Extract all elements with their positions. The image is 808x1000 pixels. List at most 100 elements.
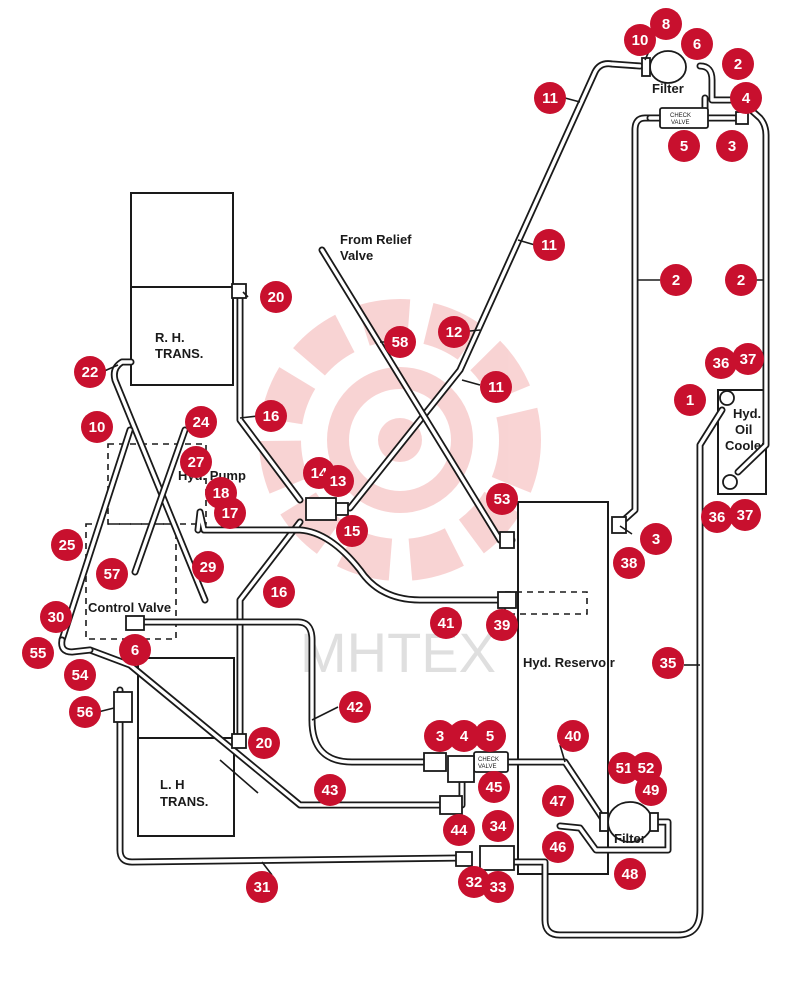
callout-17: 17: [214, 497, 246, 529]
callout-number: 8: [662, 16, 670, 33]
callout-number: 10: [89, 419, 106, 436]
callout-32: 32: [458, 866, 490, 898]
callout-number: 11: [542, 90, 558, 107]
callout-34: 34: [482, 810, 514, 842]
callout-number: 5: [680, 138, 688, 155]
callout-number: 6: [131, 642, 139, 659]
callout-number: 36: [713, 355, 730, 372]
callout-number: 37: [737, 507, 754, 524]
callout-42: 42: [339, 691, 371, 723]
callout-number: 2: [737, 272, 745, 289]
callout-number: 6: [693, 36, 701, 53]
callout-number: 56: [77, 704, 94, 721]
callout-45: 45: [478, 771, 510, 803]
callout-6b: 6: [119, 634, 151, 666]
relief-valve-fittings: [305, 497, 515, 549]
top-filter: Filter: [641, 50, 687, 96]
callout-31: 31: [246, 871, 278, 903]
callout-43: 43: [314, 774, 346, 806]
callout-39: 39: [486, 609, 518, 641]
callout-number: 3: [436, 728, 444, 745]
callout-number: 57: [104, 566, 121, 583]
callout-58: 58: [384, 326, 416, 358]
callout-number: 20: [268, 289, 285, 306]
callout-number: 30: [48, 609, 65, 626]
top-check-valve: CHECK VALVE: [659, 107, 709, 129]
callout-13: 13: [322, 465, 354, 497]
callout-number: 17: [222, 505, 239, 522]
callout-number: 45: [486, 779, 503, 796]
callout-number: 49: [643, 782, 660, 799]
callout-35: 35: [652, 647, 684, 679]
callout-29: 29: [192, 551, 224, 583]
reservoir-label: Hyd. Reservoir: [523, 655, 615, 670]
top-check-valve-label-1: CHECK: [670, 113, 691, 119]
rh-trans-label-1: R. H.: [155, 330, 185, 345]
callout-10b: 10: [81, 411, 113, 443]
callout-number: 3: [652, 531, 660, 548]
callout-number: 41: [438, 615, 455, 632]
callout-number: 42: [347, 699, 364, 716]
bottom-check-valve-label-1: CHECK: [478, 757, 499, 763]
bottom-filter: Filter: [599, 801, 659, 846]
callout-number: 1: [686, 392, 694, 409]
callout-3b: 3: [640, 523, 672, 555]
callout-20b: 20: [248, 727, 280, 759]
callout-5b: 5: [474, 720, 506, 752]
callout-4a: 4: [730, 82, 762, 114]
control-valve-label: Control Valve: [88, 600, 171, 615]
callout-number: 46: [550, 839, 567, 856]
callout-number: 37: [740, 351, 757, 368]
callout-36a: 36: [705, 347, 737, 379]
callout-16b: 16: [263, 576, 295, 608]
callout-41: 41: [430, 607, 462, 639]
callout-number: 20: [256, 735, 273, 752]
top-filter-label: Filter: [652, 81, 684, 96]
bottom-filter-label: Filter: [614, 831, 646, 846]
callout-number: 12: [446, 324, 463, 341]
callout-number: 25: [59, 537, 76, 554]
callout-number: 39: [494, 617, 511, 634]
callout-number: 52: [638, 760, 655, 777]
callout-number: 11: [488, 379, 504, 396]
bottom-check-valve-label-2: VALVE: [478, 764, 496, 770]
callout-number: 47: [550, 793, 567, 810]
callout-1: 1: [674, 384, 706, 416]
callout-2c: 2: [725, 264, 757, 296]
callout-22: 22: [74, 356, 106, 388]
callout-2b: 2: [660, 264, 692, 296]
from-relief-label-1: From Relief: [340, 232, 412, 247]
callout-57: 57: [96, 558, 128, 590]
callout-11b: 11: [533, 229, 565, 261]
callout-number: 54: [72, 667, 89, 684]
callout-38: 38: [613, 547, 645, 579]
rh-trans-label-2: TRANS.: [155, 346, 203, 361]
callout-37a: 37: [732, 343, 764, 375]
callout-10a: 10: [624, 24, 656, 56]
callout-25: 25: [51, 529, 83, 561]
callout-37b: 37: [729, 499, 761, 531]
callout-2a: 2: [722, 48, 754, 80]
callout-number: 27: [188, 454, 205, 471]
callout-27: 27: [180, 446, 212, 478]
callout-15: 15: [336, 515, 368, 547]
callout-8: 8: [650, 8, 682, 40]
callout-number: 2: [734, 56, 742, 73]
callout-number: 2: [672, 272, 680, 289]
cooler-label-2: Oil: [735, 422, 752, 437]
callout-number: 10: [632, 32, 649, 49]
callout-51: 51: [608, 752, 640, 784]
callout-48: 48: [614, 858, 646, 890]
callout-30: 30: [40, 601, 72, 633]
callout-46: 46: [542, 831, 574, 863]
callout-number: 4: [460, 728, 469, 745]
callout-number: 40: [565, 728, 582, 745]
callout-24: 24: [185, 406, 217, 438]
callout-number: 29: [200, 559, 217, 576]
misc-fittings: [113, 111, 749, 871]
callout-11a: 11: [534, 82, 566, 114]
callout-number: 38: [621, 555, 638, 572]
callout-number: 24: [193, 414, 210, 431]
callout-55: 55: [22, 637, 54, 669]
